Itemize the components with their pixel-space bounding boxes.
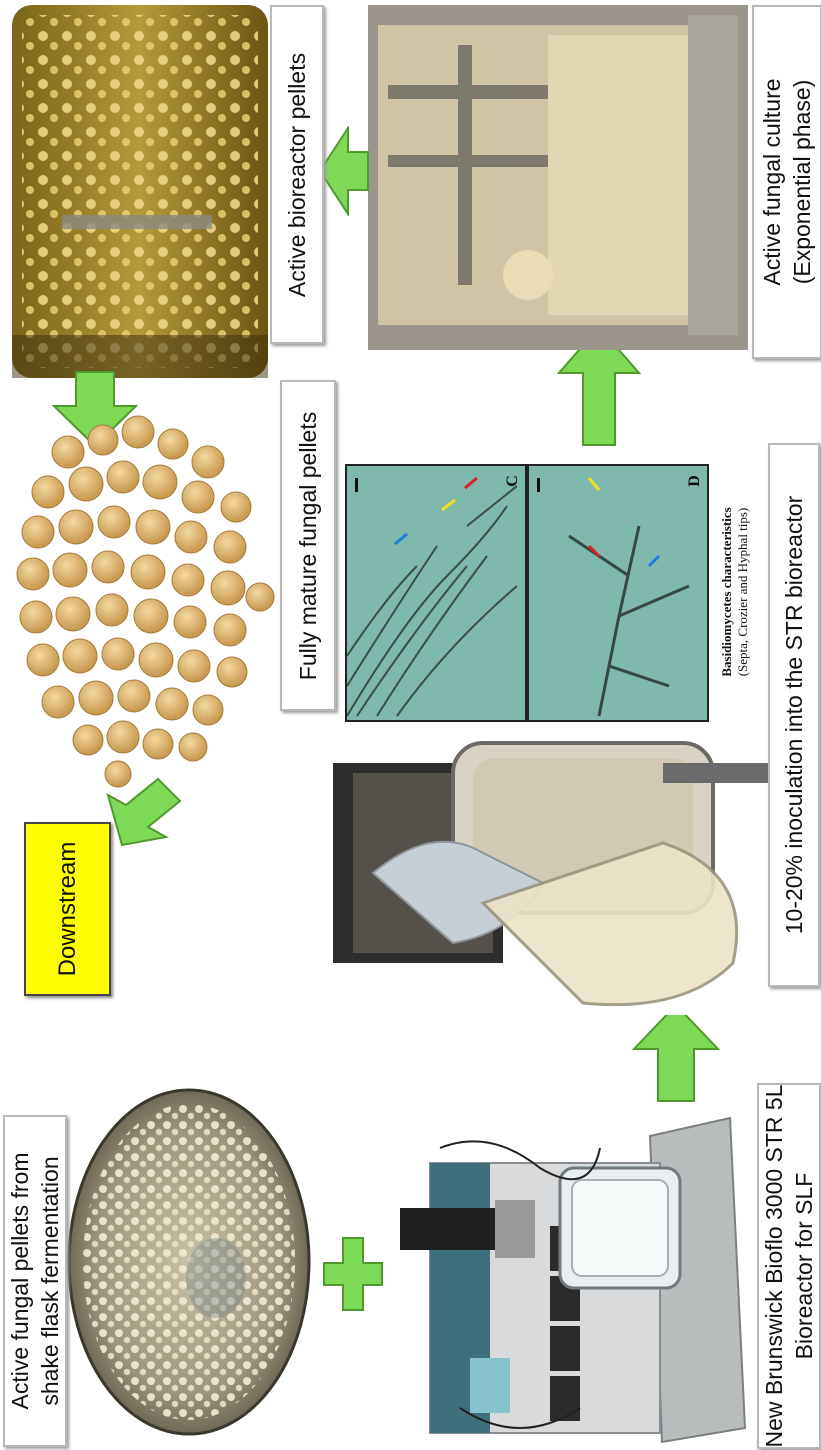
petri-dish-photo [66,1088,312,1436]
label-line-1: New Brunswick Bioflo 3000 STR 5L [759,1084,789,1447]
label-bioreactor: New Brunswick Bioflo 3000 STR 5L Bioreac… [757,1083,821,1449]
label-line-1: Active fungal pellets from [5,1153,35,1410]
arrow-icon [100,775,186,847]
label-line-2: (Exponential phase) [787,78,817,285]
label-active-culture: Active fungal culture (Exponential phase… [752,5,821,359]
caption-title: Basidiomycetes characteristics [719,507,735,676]
panel-c-letter: C [504,475,522,487]
label-line-1: Active fungal culture [757,78,787,285]
label-line-2: shake flask fermentation [35,1153,65,1410]
fully-mature-text: Fully mature fungal pellets [293,411,323,679]
scale-bar [537,478,540,492]
downstream-box: Downstream [24,822,111,996]
inoculation-photo [333,703,781,1015]
label-inoculation: 10-20% inoculation into the STR bioreact… [768,443,820,987]
bioreactor-pellets-photo [12,5,268,378]
micrograph-caption: Basidiomycetes characteristics (Septa, C… [705,466,765,718]
label-active-bioreactor-pellets: Active bioreactor pellets [270,5,324,344]
micrograph-panel-c: C [345,464,527,722]
caption-subtitle: (Septa, Crozier and Hyphal tips) [735,507,751,676]
arrow-icon [318,126,370,216]
mature-pellets-photo [8,392,280,790]
active-culture-photo [368,5,748,350]
arrow-icon [632,1003,720,1103]
panel-d-letter: D [686,475,704,487]
plus-icon [322,1236,384,1312]
label-line-2: Bioreactor for SLF [789,1084,819,1447]
active-bioreactor-pellets-text: Active bioreactor pellets [282,52,312,296]
inoculation-text: 10-20% inoculation into the STR bioreact… [779,496,809,935]
label-active-pellets-shake-flask: Active fungal pellets from shake flask f… [3,1115,67,1447]
scale-bar [355,478,358,492]
label-fully-mature: Fully mature fungal pellets [280,380,336,711]
downstream-text: Downstream [54,842,82,977]
bioreactor-photo [400,1108,752,1444]
micrograph-panel-d: D [527,464,709,722]
